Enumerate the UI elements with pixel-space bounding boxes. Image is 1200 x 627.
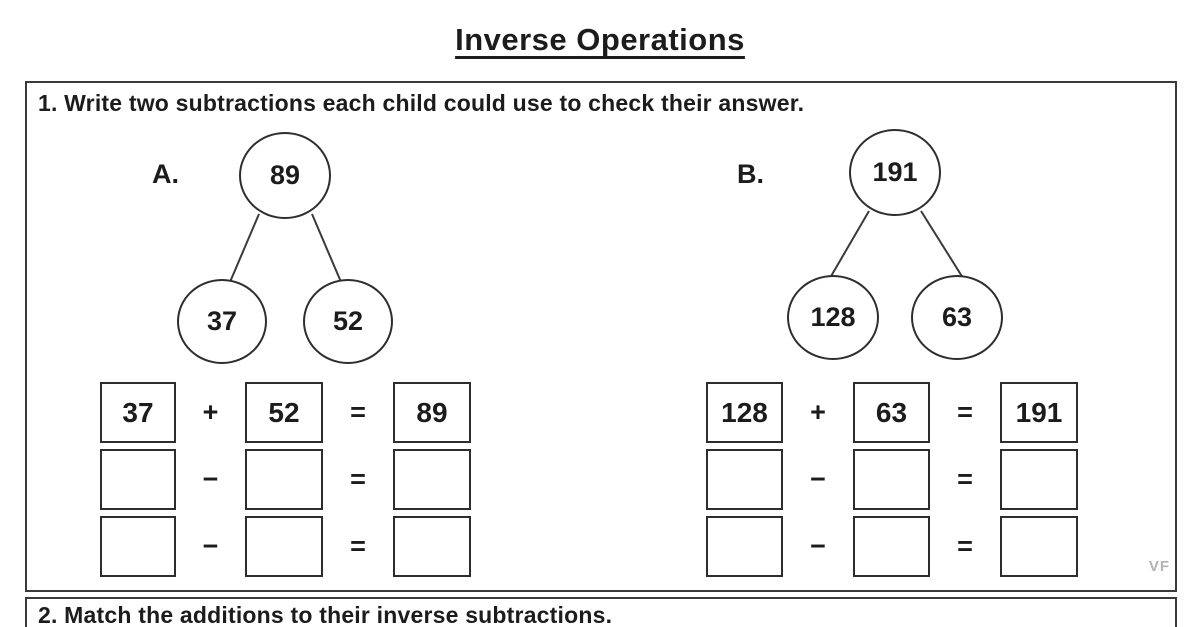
part-a-equation-grid: 37 + 52 = 89 − = − = <box>100 382 471 577</box>
answer-box-empty <box>100 516 176 577</box>
equals-operator: = <box>350 397 366 427</box>
answer-box-empty <box>1000 449 1078 510</box>
question2-prompt: 2. Match the additions to their inverse … <box>38 602 613 627</box>
plus-operator: + <box>202 397 219 427</box>
answer-box: 63 <box>853 382 930 443</box>
part-a-label: A. <box>152 159 179 189</box>
answer-box: 37 <box>100 382 176 443</box>
minus-operator: − <box>202 464 219 494</box>
equals-operator: = <box>957 531 973 561</box>
answer-box-empty <box>1000 516 1078 577</box>
equals-operator: = <box>957 397 973 427</box>
minus-operator: − <box>810 464 826 494</box>
vf-watermark: VF <box>1148 558 1170 575</box>
equals-operator: = <box>957 464 973 494</box>
part-a-right-circle: 52 <box>303 279 393 364</box>
part-b-label: B. <box>737 159 764 189</box>
answer-box: 89 <box>393 382 471 443</box>
equals-operator: = <box>350 464 366 494</box>
question1-prompt: 1. Write two subtractions each child cou… <box>38 90 805 116</box>
minus-operator: − <box>202 531 219 561</box>
answer-box: 191 <box>1000 382 1078 443</box>
answer-box-empty <box>853 449 930 510</box>
part-b-whole-circle: 191 <box>849 129 941 216</box>
answer-box-empty <box>706 516 783 577</box>
part-a-whole-circle: 89 <box>239 132 331 219</box>
part-b-left-circle: 128 <box>787 275 879 360</box>
minus-operator: − <box>810 531 826 561</box>
answer-box: 128 <box>706 382 783 443</box>
answer-box-empty <box>706 449 783 510</box>
answer-box-empty <box>393 516 471 577</box>
equals-operator: = <box>350 531 366 561</box>
answer-box-empty <box>393 449 471 510</box>
part-a-left-circle: 37 <box>177 279 267 364</box>
answer-box: 52 <box>245 382 323 443</box>
plus-operator: + <box>810 397 826 427</box>
answer-box-empty <box>245 516 323 577</box>
answer-box-empty <box>245 449 323 510</box>
page-title: Inverse Operations <box>455 22 745 57</box>
answer-box-empty <box>100 449 176 510</box>
part-b-equation-grid: 128 + 63 = 191 − = − = <box>706 382 1078 577</box>
part-b-right-circle: 63 <box>911 275 1003 360</box>
question2-panel <box>25 597 1177 627</box>
answer-box-empty <box>853 516 930 577</box>
